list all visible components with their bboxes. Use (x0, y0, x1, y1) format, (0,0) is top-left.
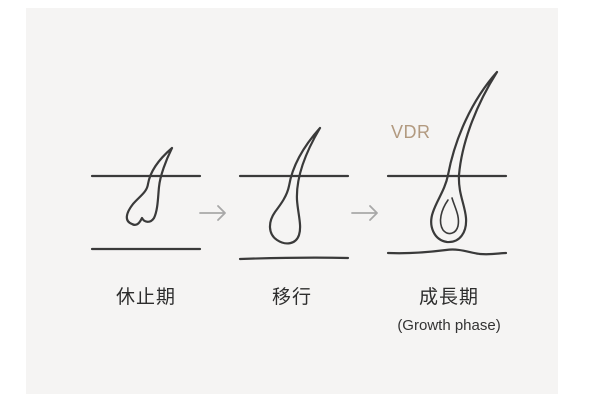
vdr-annotation: VDR (391, 122, 431, 142)
stage-resting-illustration (90, 146, 202, 251)
arrow-right-icon (351, 205, 378, 221)
stage-label-resting: 休止期 (115, 286, 176, 308)
hair-strand (430, 70, 499, 244)
hair-strand (268, 126, 322, 245)
stage-transition-illustration (238, 126, 350, 261)
arrow-right-icon (199, 205, 226, 221)
skin-base-line (386, 248, 508, 256)
hair-bulb-inner (439, 197, 460, 235)
stage-sublabel-growth: (Growth phase) (397, 317, 501, 334)
skin-base-line (238, 256, 350, 261)
hair-strand (125, 146, 174, 226)
diagram-background (26, 8, 558, 394)
stage-label-growth: 成長期 (418, 286, 479, 308)
stage-growth-illustration (386, 70, 508, 256)
stage-label-transition: 移行 (271, 286, 312, 308)
